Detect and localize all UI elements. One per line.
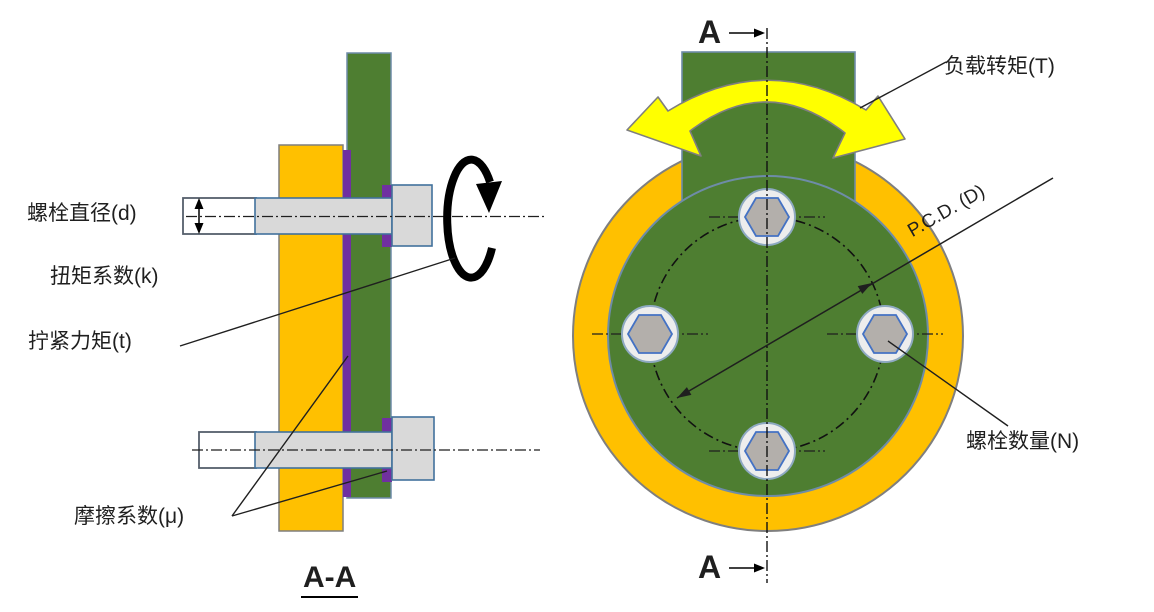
- section-marker-bottom: A: [698, 549, 722, 585]
- pcd-dimension-line: [676, 177, 1054, 399]
- front-leader-lines: [859, 61, 1009, 427]
- bolt-top: [738, 188, 796, 246]
- front-view: [572, 28, 1054, 583]
- section-leader-lines: [179, 257, 456, 517]
- section-marker-top: A: [698, 14, 722, 50]
- rotation-arrow-icon: [443, 155, 502, 282]
- friction-washers: [382, 185, 392, 482]
- section-view: [179, 52, 545, 532]
- friction-coefficient-label: 摩擦系数(μ): [74, 505, 185, 528]
- section-cut-arrows: [729, 28, 765, 573]
- bolt-count-label: 螺栓数量(N): [966, 430, 1080, 453]
- diameter-dimension-arrow: [194, 198, 204, 234]
- bolt-diameter-label: 螺栓直径(d): [27, 202, 137, 225]
- torque-coefficient-label: 扭矩系数(k): [50, 265, 159, 288]
- bolt-centerlines: [186, 215, 545, 451]
- load-torque-label: 负载转矩(T): [944, 55, 1055, 78]
- friction-strip: [343, 150, 351, 497]
- tightening-torque-label: 拧紧力矩(t): [28, 330, 132, 353]
- bolt-left: [621, 305, 679, 363]
- section-title-label: A-A: [301, 560, 359, 598]
- green-hub-disc: [607, 175, 929, 497]
- curved-double-arrow-icon: [626, 79, 906, 159]
